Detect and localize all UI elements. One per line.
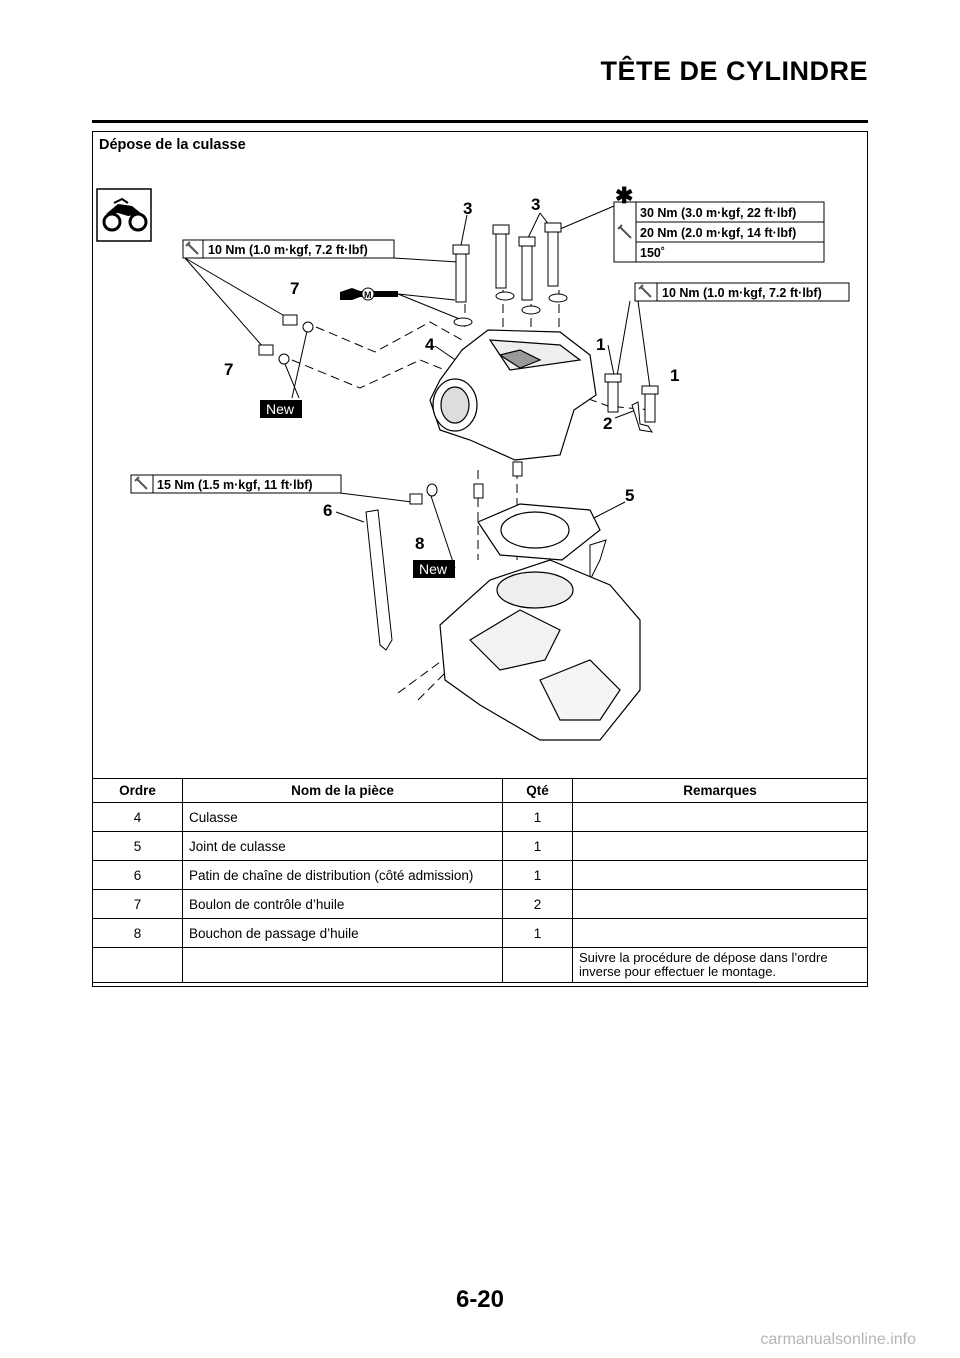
callout-number: 5 xyxy=(625,486,634,505)
final-remark-line: Suivre la procédure de dépose dans l’ord… xyxy=(579,950,828,965)
torque-label-side-bolts: 10 Nm (1.0 m·kgf, 7.2 ft·lbf) xyxy=(634,282,850,302)
callout-number: 6 xyxy=(323,501,332,520)
callout-number: 8 xyxy=(415,534,424,553)
quantity-cell xyxy=(502,947,573,983)
torque-text-4: 150˚ xyxy=(640,246,665,260)
page-title: TÊTE DE CYLINDRE xyxy=(600,56,868,86)
column-header: Ordre xyxy=(92,778,183,803)
table-row: 8 Bouchon de passage d’huile 1 xyxy=(92,918,868,948)
torque-text-6: 15 Nm (1.5 m·kgf, 11 ft·lbf) xyxy=(157,478,313,492)
part-name-cell: Boulon de contrôle d’huile xyxy=(182,889,503,919)
order-cell: 7 xyxy=(92,889,183,919)
side-bolts xyxy=(604,373,659,433)
final-remark-line: inverse pour effectuer le montage. xyxy=(579,964,777,979)
table-row: 6 Patin de chaîne de distribution (côté … xyxy=(92,860,868,890)
new-badge: New xyxy=(413,560,455,578)
svg-text:New: New xyxy=(419,561,448,577)
torque-label-cover-bolt: 10 Nm (1.0 m·kgf, 7.2 ft·lbf) xyxy=(182,239,395,259)
order-cell: 6 xyxy=(92,860,183,890)
remarks-cell xyxy=(572,918,868,948)
torque-label-head-bolts: 30 Nm (3.0 m·kgf, 22 ft·lbf) 20 Nm (2.0 … xyxy=(613,201,825,263)
torque-label-oil-plug: 15 Nm (1.5 m·kgf, 11 ft·lbf) xyxy=(130,474,342,494)
quantity-cell: 1 xyxy=(502,831,573,861)
quantity-cell: 1 xyxy=(502,802,573,832)
quantity-cell: 1 xyxy=(502,860,573,890)
section-title: Dépose de la culasse xyxy=(99,137,246,153)
oil-passage-plug xyxy=(409,483,438,505)
torque-wrench-icon xyxy=(638,284,652,298)
torque-text-3: 20 Nm (2.0 m·kgf, 14 ft·lbf) xyxy=(640,226,796,240)
header-rule xyxy=(92,120,868,123)
part-name-cell xyxy=(182,947,503,983)
column-header: Remarques xyxy=(572,778,868,803)
torque-wrench-icon xyxy=(617,224,632,239)
parts-table: Ordre Nom de la pièce Qté Remarques 4 Cu… xyxy=(92,778,868,983)
cylinder-head xyxy=(429,329,597,461)
part-name-cell: Joint de culasse xyxy=(182,831,503,861)
table-row: 5 Joint de culasse 1 xyxy=(92,831,868,861)
quantity-cell: 1 xyxy=(502,918,573,948)
content-frame xyxy=(92,131,868,987)
order-cell xyxy=(92,947,183,983)
molybdenum-mark: M xyxy=(364,290,372,300)
molybdenum-grease-icon: M xyxy=(340,287,398,301)
timing-chain-guide xyxy=(365,509,607,651)
new-badge: New xyxy=(260,400,302,418)
torque-wrench-icon xyxy=(134,476,148,490)
torque-text-2: 30 Nm (3.0 m·kgf, 22 ft·lbf) xyxy=(640,206,796,220)
column-header: Nom de la pièce xyxy=(182,778,503,803)
callout-numbers: 1 1 2 3 3 4 5 6 7 7 8 xyxy=(224,195,679,553)
oil-check-bolts xyxy=(258,314,314,365)
callout-number: 1 xyxy=(670,366,679,385)
page-number: 6-20 xyxy=(455,1286,505,1313)
remarks-cell xyxy=(572,802,868,832)
table-row: Suivre la procédure de dépose dans l’ord… xyxy=(92,947,868,983)
part-name-cell: Bouchon de passage d’huile xyxy=(182,918,503,948)
leader-lines xyxy=(184,205,651,569)
order-cell: 8 xyxy=(92,918,183,948)
remarks-cell xyxy=(572,831,868,861)
star-symbol: ✱ xyxy=(615,183,633,208)
exploded-diagram: 10 Nm (1.0 m·kgf, 7.2 ft·lbf) 30 Nm (3.0… xyxy=(96,183,850,741)
table-header-row: Ordre Nom de la pièce Qté Remarques xyxy=(92,778,868,803)
watermark: carmanualsonline.info xyxy=(760,1331,916,1348)
order-cell: 4 xyxy=(92,802,183,832)
part-name-cell: Culasse xyxy=(182,802,503,832)
part-name-cell: Patin de chaîne de distribution (côté ad… xyxy=(182,860,503,890)
callout-number: 7 xyxy=(290,279,299,298)
callout-number: 7 xyxy=(224,360,233,379)
torque-wrench-icon xyxy=(185,241,199,255)
dowel-pins xyxy=(473,461,523,499)
remarks-cell xyxy=(572,889,868,919)
quantity-cell: 2 xyxy=(502,889,573,919)
callout-number: 3 xyxy=(463,199,472,218)
callout-number: 1 xyxy=(596,335,605,354)
crankcase xyxy=(439,559,641,741)
remarks-cell: Suivre la procédure de dépose dans l’ord… xyxy=(572,947,868,983)
column-header: Qté xyxy=(502,778,573,803)
table-row: 7 Boulon de contrôle d’huile 2 xyxy=(92,889,868,919)
motorcycle-icon xyxy=(96,188,152,242)
svg-text:New: New xyxy=(266,401,295,417)
callout-number: 2 xyxy=(603,414,612,433)
table-row: 4 Culasse 1 xyxy=(92,802,868,832)
order-cell: 5 xyxy=(92,831,183,861)
cylinder-head-bolts xyxy=(452,222,568,327)
torque-text-1: 10 Nm (1.0 m·kgf, 7.2 ft·lbf) xyxy=(208,243,368,257)
callout-number: 3 xyxy=(531,195,540,214)
remarks-cell xyxy=(572,860,868,890)
callout-number: 4 xyxy=(425,335,435,354)
cylinder-head-gasket xyxy=(477,503,601,561)
torque-text-5: 10 Nm (1.0 m·kgf, 7.2 ft·lbf) xyxy=(662,286,822,300)
